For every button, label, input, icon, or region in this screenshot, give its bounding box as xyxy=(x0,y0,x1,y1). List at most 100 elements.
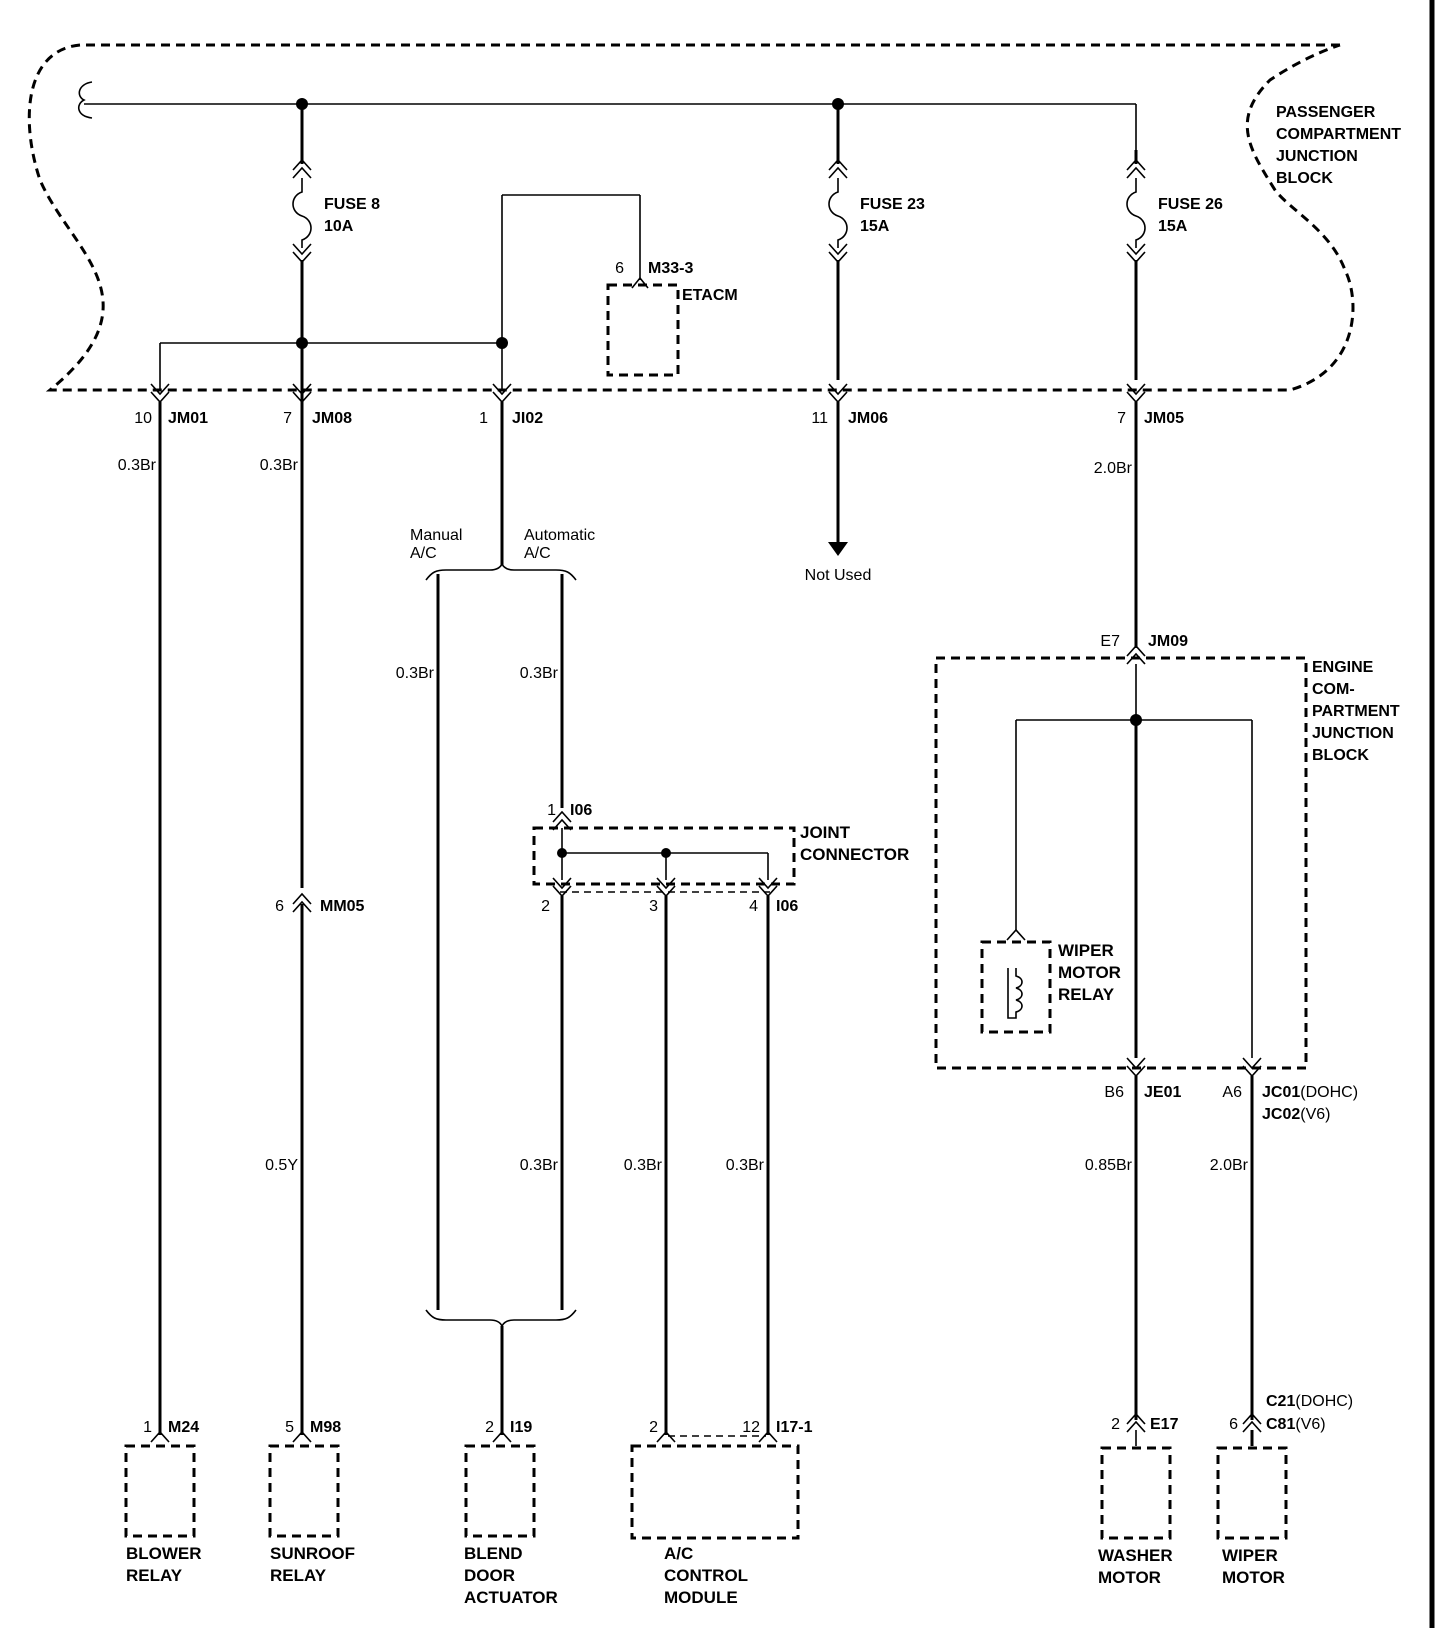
splice-fuse8 xyxy=(296,337,308,349)
jm08-pin: 7 xyxy=(283,410,292,427)
wire-blend-label: 0.3Br xyxy=(520,1157,559,1174)
fuse-23-rating: 15A xyxy=(860,218,890,235)
fuse-23 xyxy=(828,104,848,380)
ji02-id: JI02 xyxy=(512,410,543,427)
not-used-label: Not Used xyxy=(805,567,872,584)
joint-splice-2 xyxy=(661,848,671,858)
automatic-ac-label: Automatic A/C xyxy=(524,527,600,562)
mm05-pin: 6 xyxy=(275,898,284,915)
wiper-motor-label: WIPER MOTOR xyxy=(1222,1546,1285,1587)
m98-connector xyxy=(292,1430,312,1443)
jm05-pin: 7 xyxy=(1117,410,1126,427)
fuse-8 xyxy=(292,104,312,405)
connector-jm06-symbol xyxy=(828,383,848,404)
wiper-relay-coil xyxy=(1007,968,1023,1019)
ac-control-module-box xyxy=(630,1444,800,1540)
i06-pin-2: 2 xyxy=(541,898,550,915)
i06-top-pin: 1 xyxy=(547,802,556,819)
fuse-26-rating: 15A xyxy=(1158,218,1188,235)
sunroof-relay-label: SUNROOF RELAY xyxy=(270,1544,360,1585)
jm06-pin: 11 xyxy=(811,410,828,427)
wire-sunroof-lower-label: 0.5Y xyxy=(265,1157,298,1174)
wire-wiper-label: 2.0Br xyxy=(1210,1157,1249,1174)
splice-ji02 xyxy=(496,337,508,349)
jm08-id: JM08 xyxy=(312,410,352,427)
i06-pin-4: 4 xyxy=(749,898,758,915)
jc01-id: JC01(DOHC) xyxy=(1262,1084,1358,1101)
blend-door-box xyxy=(464,1444,536,1538)
fuse-26-name: FUSE 26 xyxy=(1158,196,1223,213)
fuse-8-rating: 10A xyxy=(324,218,354,235)
i19-pin: 2 xyxy=(485,1419,494,1436)
variant-merge-bracket xyxy=(425,1309,577,1328)
power-input-symbol xyxy=(77,81,93,119)
blower-relay-box xyxy=(124,1444,196,1538)
e17-connector xyxy=(1126,1412,1146,1433)
wiper-relay-box xyxy=(980,940,1052,1034)
jm01-pin: 10 xyxy=(134,410,152,427)
engine-junction-block-label: ENGINE COM- PARTMENT JUNCTION BLOCK xyxy=(1312,659,1404,764)
etacm-label: ETACM xyxy=(682,287,738,304)
jm09-id: JM09 xyxy=(1148,633,1188,650)
passenger-junction-block-label: PASSENGER COMPARTMENT JUNCTION BLOCK xyxy=(1276,104,1405,187)
m98-id: M98 xyxy=(310,1419,341,1436)
ac-control-module-label: A/C CONTROL MODULE xyxy=(664,1544,752,1607)
m98-pin: 5 xyxy=(285,1419,294,1436)
i17-pin-b: 12 xyxy=(742,1419,760,1436)
ji02-pin: 1 xyxy=(479,410,488,427)
wiper-relay-label: WIPER MOTOR RELAY xyxy=(1058,941,1126,1004)
jc01-pin: A6 xyxy=(1222,1084,1242,1101)
i06-pin-3: 3 xyxy=(649,898,658,915)
c21-connector xyxy=(1242,1412,1262,1433)
je01-id: JE01 xyxy=(1144,1084,1181,1101)
connector-jm05-symbol xyxy=(1126,383,1146,404)
je01-pin: B6 xyxy=(1104,1084,1124,1101)
mm05-connector xyxy=(292,892,312,913)
variant-split-bracket xyxy=(425,562,577,581)
m24-connector xyxy=(150,1430,170,1443)
passenger-junction-block-outline xyxy=(27,43,1355,392)
blend-door-label: BLEND DOOR ACTUATOR xyxy=(464,1544,558,1607)
mm05-id: MM05 xyxy=(320,898,365,915)
e17-id: E17 xyxy=(1150,1416,1179,1433)
jm05-id: JM05 xyxy=(1144,410,1184,427)
joint-splice-1 xyxy=(557,848,567,858)
i17-pin12-connector xyxy=(758,1430,778,1443)
joint-connector-label: JOINT CONNECTOR xyxy=(800,823,909,864)
jm01-id: JM01 xyxy=(168,410,208,427)
washer-motor-box xyxy=(1100,1446,1172,1540)
wire-blower-label: 0.3Br xyxy=(118,457,157,474)
je01-connector xyxy=(1126,1057,1146,1078)
not-used-arrow xyxy=(828,542,848,556)
fuse-8-name: FUSE 8 xyxy=(324,196,380,213)
wiper-motor-box xyxy=(1216,1446,1288,1540)
c81-id: C81(V6) xyxy=(1266,1416,1326,1433)
jm09-pin: E7 xyxy=(1100,633,1120,650)
sunroof-relay-box xyxy=(268,1444,340,1538)
m24-id: M24 xyxy=(168,1419,199,1436)
i06-pin2-connector xyxy=(552,877,572,898)
wire-acm-4-label: 0.3Br xyxy=(726,1157,765,1174)
wire-acm-3-label: 0.3Br xyxy=(624,1157,663,1174)
i17-id: I17-1 xyxy=(776,1419,813,1436)
jc02-id: JC02(V6) xyxy=(1262,1106,1330,1123)
jm06-id: JM06 xyxy=(848,410,888,427)
i06-pin4-connector xyxy=(758,877,778,898)
etacm-pin: 6 xyxy=(615,260,624,277)
jm09-connector xyxy=(1126,644,1146,665)
etacm-box xyxy=(606,283,680,377)
c21-id: C21(DOHC) xyxy=(1266,1393,1353,1410)
engine-junction-block-box xyxy=(934,656,1308,1070)
wire-jm05-label: 2.0Br xyxy=(1094,460,1133,477)
c21-pin: 6 xyxy=(1229,1416,1238,1433)
wire-sunroof-upper-label: 0.3Br xyxy=(260,457,299,474)
manual-ac-label: Manual A/C xyxy=(410,527,467,562)
blower-relay-label: BLOWER RELAY xyxy=(126,1544,206,1585)
etacm-connector-id: M33-3 xyxy=(648,260,693,277)
m24-pin: 1 xyxy=(143,1419,152,1436)
wire-manual-ac-label: 0.3Br xyxy=(396,665,435,682)
fuse-26 xyxy=(1126,150,1146,380)
wire-washer-label: 0.85Br xyxy=(1085,1157,1133,1174)
wire-automatic-ac-label: 0.3Br xyxy=(520,665,559,682)
